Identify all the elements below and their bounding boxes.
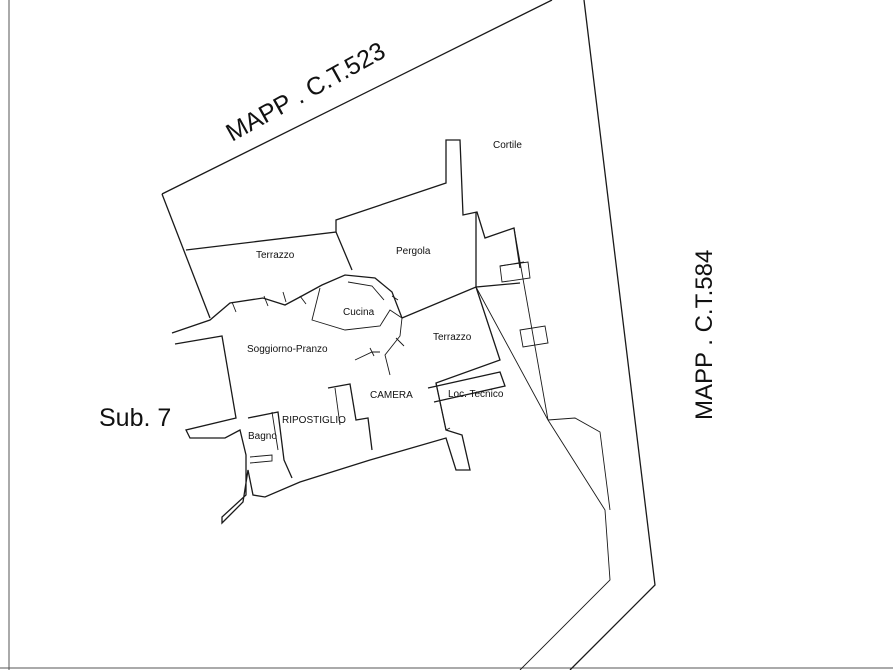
room-label-terrazzo-upper: Terrazzo	[256, 250, 295, 261]
lot-boundary-west	[161, 193, 211, 319]
bagno-inner	[271, 411, 279, 451]
ripostiglio-wall-2	[334, 387, 341, 426]
room-label-cortile: Cortile	[493, 140, 522, 151]
room-label-soggiorno: Soggiorno-Pranzo	[247, 344, 328, 355]
room-label-terrazzo-lower: Terrazzo	[433, 332, 472, 343]
pergola-west-wall	[335, 231, 353, 271]
lot-boundary-east	[569, 0, 656, 670]
kitchen-wall	[311, 287, 403, 331]
terrace-lower-wall	[384, 317, 403, 376]
room-label-cucina: Cucina	[343, 307, 375, 318]
lot-boundary	[161, 0, 553, 195]
kitchen-wall-2	[347, 281, 385, 301]
loc-tecnico-wall	[427, 371, 506, 403]
parcel-north-label: MAPP . C.T.523	[221, 37, 390, 147]
ripostiglio-wall	[327, 383, 373, 451]
parcel-east-label: MAPP . C.T.584	[691, 250, 718, 420]
terrace-north-wall	[185, 139, 521, 269]
room-label-ripostiglio: RIPOSTIGLIO	[282, 415, 346, 426]
courtyard-path-inner	[547, 417, 611, 511]
room-label-loc-tecnico: Loc. Tecnico	[448, 389, 504, 400]
stair-marks	[499, 261, 549, 348]
room-label-bagno: Bagno	[248, 431, 277, 442]
room-label-pergola: Pergola	[396, 246, 431, 257]
window-ticks	[231, 291, 405, 357]
pergola-east-wall	[475, 212, 521, 288]
courtyard-path-west	[475, 286, 611, 670]
building-outer-wall	[171, 274, 501, 525]
bagno-fixture	[249, 454, 273, 464]
unit-label: Sub. 7	[99, 404, 171, 432]
camera-wall	[354, 351, 380, 361]
room-label-camera: CAMERA	[370, 390, 413, 401]
loc-tecnico-inner	[435, 382, 451, 431]
bagno-wall	[247, 411, 293, 479]
courtyard-path-east	[513, 227, 549, 421]
